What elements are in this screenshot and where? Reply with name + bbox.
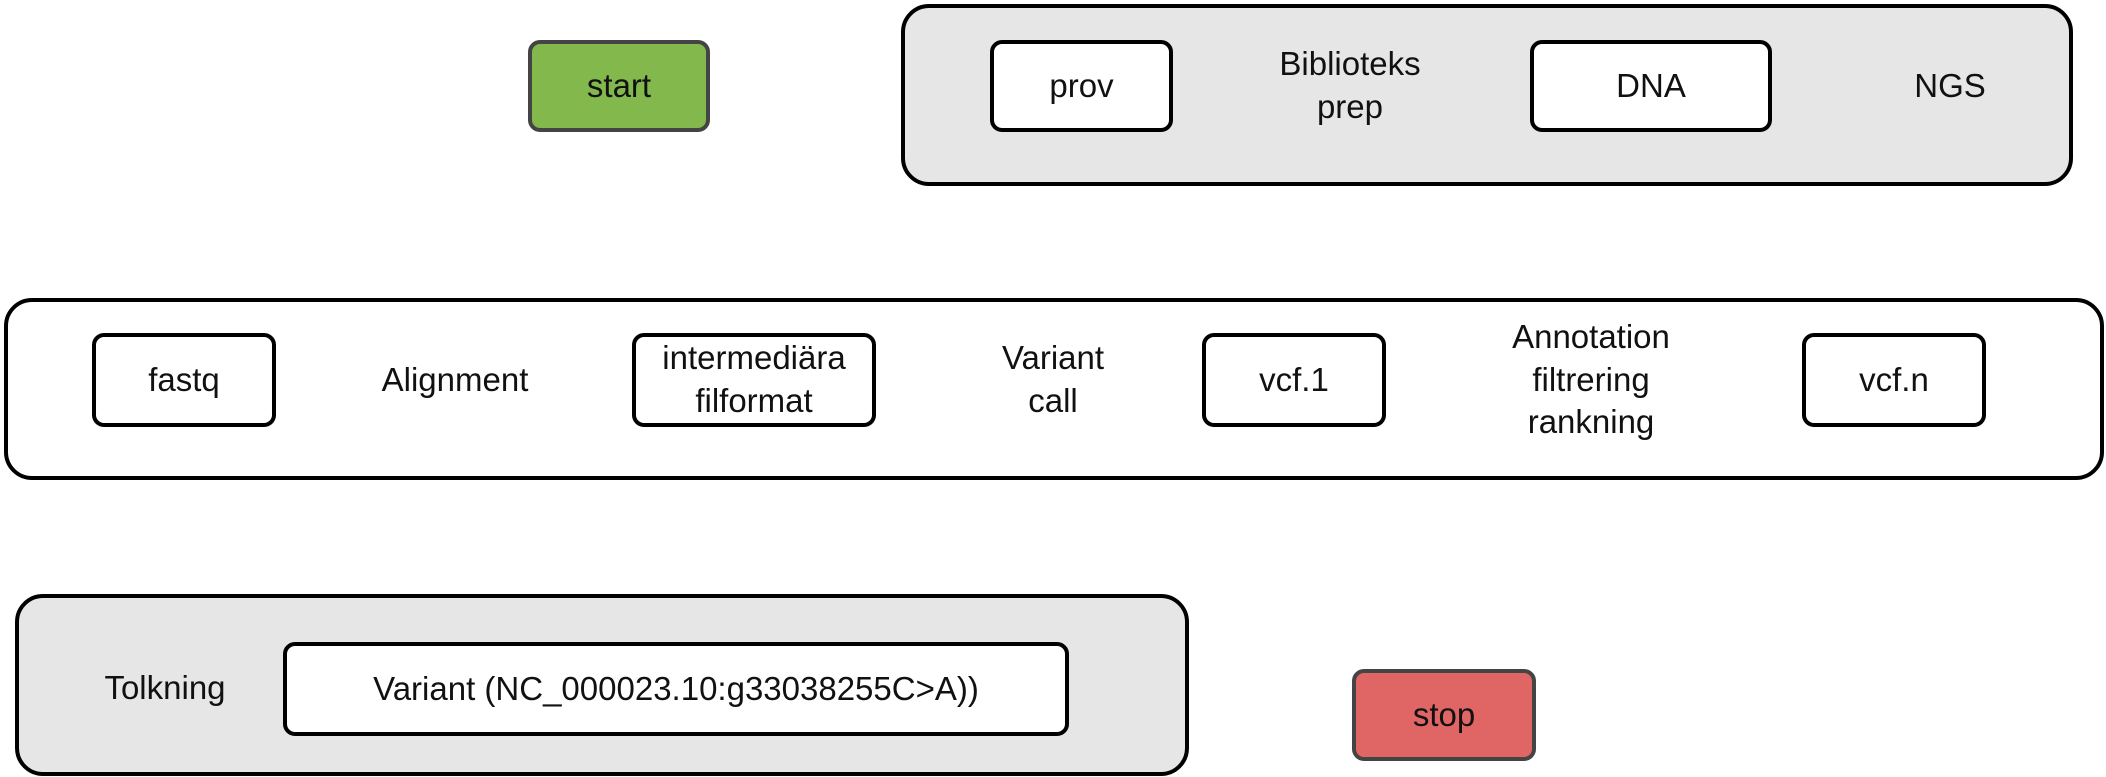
alignment-label: Alignment (381, 360, 529, 398)
fastq-node: fastq (92, 333, 276, 427)
fastq-label: fastq (148, 360, 220, 398)
tolkning-label: Tolkning (104, 668, 226, 706)
intermediate-format-node: intermediära filformat (632, 333, 876, 427)
dna-node: DNA (1530, 40, 1772, 132)
vcfn-node: vcf.n (1802, 333, 1986, 427)
vcfn-label: vcf.n (1859, 360, 1929, 398)
intermediate-format-label: intermediära filformat (662, 339, 846, 419)
biblioteks-prep-label: Biblioteks prep (1279, 45, 1421, 125)
variant-label: Variant (NC_000023.10:g33038255C>A)) (373, 669, 979, 707)
start-label: start (586, 66, 652, 104)
dna-label: DNA (1616, 66, 1686, 104)
start-node: start (528, 40, 710, 132)
variant-node: Variant (NC_000023.10:g33038255C>A)) (283, 642, 1069, 736)
ngs-label: NGS (1914, 66, 1986, 104)
variant-call-label: Variant call (1001, 339, 1105, 419)
vcf1-node: vcf.1 (1202, 333, 1386, 427)
prov-node: prov (990, 40, 1173, 132)
stop-label: stop (1412, 695, 1476, 733)
prov-label: prov (1049, 66, 1114, 104)
vcf1-label: vcf.1 (1259, 360, 1329, 398)
annotation-label: Annotation filtrering rankning (1512, 317, 1670, 441)
stop-node: stop (1352, 669, 1536, 761)
analysis-group (4, 298, 2104, 480)
